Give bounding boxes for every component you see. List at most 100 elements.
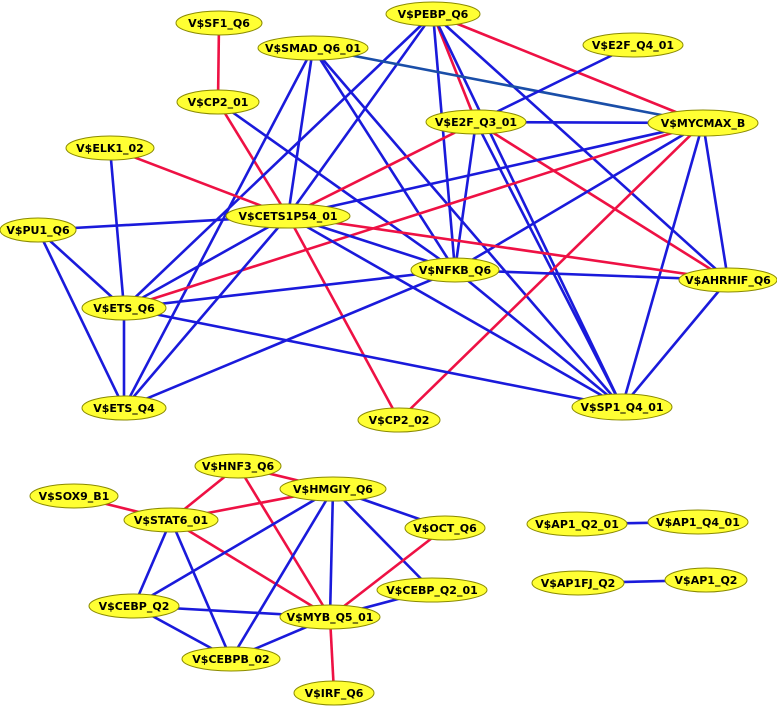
node-ets-q6[interactable]: V$ETS_Q6	[81, 295, 167, 321]
edge-cets-ahrhif	[287, 214, 729, 282]
node-label: V$CP2_02	[369, 414, 430, 427]
edge-hmgiy-cebp-q2	[133, 487, 334, 608]
edge-mycmax-cp2-02	[398, 122, 704, 421]
node-ap1-q4-01[interactable]: V$AP1_Q4_01	[647, 509, 749, 535]
edge-cets-sp1	[287, 214, 623, 409]
edge-cets-ets-q4	[123, 215, 289, 409]
node-label: V$E2F_Q3_01	[435, 116, 517, 129]
node-ap1fj[interactable]: V$AP1FJ_Q2	[531, 570, 625, 596]
node-ellipse	[404, 515, 486, 541]
edge-pu1-ets-q6	[37, 229, 125, 309]
node-pebp[interactable]: V$PEBP_Q6	[385, 1, 481, 27]
node-ellipse	[81, 295, 167, 321]
node-label: V$HMGIY_Q6	[293, 483, 373, 496]
node-ellipse	[181, 646, 281, 672]
node-ap1-q2[interactable]: V$AP1_Q2	[664, 567, 748, 593]
node-hmgiy[interactable]: V$HMGIY_Q6	[279, 476, 387, 502]
edge-stat6-cebp-q2	[132, 519, 173, 607]
node-ellipse	[678, 267, 777, 293]
node-label: V$PEBP_Q6	[398, 8, 469, 21]
edge-e2f-q3-cets	[287, 120, 477, 218]
node-label: V$E2F_Q4_01	[592, 39, 674, 52]
node-hnf3[interactable]: V$HNF3_Q6	[194, 453, 282, 479]
edge-nfkb-ets-q6	[123, 268, 456, 310]
edge-mycmax-ahrhif	[701, 122, 730, 281]
node-sf1[interactable]: V$SF1_Q6	[175, 10, 263, 36]
node-ellipse	[425, 109, 527, 135]
node-ellipse	[123, 507, 219, 533]
edge-smad-nfkb	[311, 47, 457, 271]
node-ellipse	[647, 109, 759, 137]
node-label: V$MYB_Q5_01	[287, 611, 374, 624]
edge-hmgiy-cebp-q2-01	[332, 488, 433, 591]
node-ellipse	[194, 453, 282, 479]
node-label: V$CEBPB_02	[192, 653, 269, 666]
node-oct[interactable]: V$OCT_Q6	[404, 515, 486, 541]
node-cebp-q2-01[interactable]: V$CEBP_Q2_01	[376, 577, 488, 603]
node-myb[interactable]: V$MYB_Q5_01	[279, 604, 381, 630]
node-label: V$AP1_Q2	[675, 574, 738, 587]
node-sp1[interactable]: V$SP1_Q4_01	[571, 393, 673, 421]
node-irf[interactable]: V$IRF_Q6	[293, 680, 375, 706]
node-label: V$ETS_Q6	[93, 302, 155, 315]
node-label: V$MYCMAX_B	[661, 117, 746, 130]
node-ahrhif[interactable]: V$AHRHIF_Q6	[678, 267, 777, 293]
edge-hnf3-myb	[236, 465, 332, 618]
node-ellipse	[385, 1, 481, 27]
edge-stat6-cebpb	[169, 519, 233, 660]
node-sox9[interactable]: V$SOX9_B1	[29, 483, 119, 509]
edge-ets-q6-sp1	[123, 306, 623, 409]
edge-cets-cp2-02	[286, 215, 401, 421]
node-label: V$CEBP_Q2	[99, 600, 170, 613]
edge-pebp-ahrhif	[432, 13, 729, 281]
node-ellipse	[647, 509, 749, 535]
node-label: V$SP1_Q4_01	[580, 401, 663, 414]
edge-nfkb-ets-q4	[123, 268, 456, 410]
node-ets-q4[interactable]: V$ETS_Q4	[81, 395, 167, 421]
edge-smad-cets	[286, 47, 315, 217]
node-label: V$ETS_Q4	[93, 402, 155, 415]
node-cp2-02[interactable]: V$CP2_02	[357, 407, 441, 433]
edge-pebp-nfkb	[431, 13, 457, 271]
node-mycmax[interactable]: V$MYCMAX_B	[647, 109, 759, 137]
edge-elk1-ets-q6	[108, 147, 126, 309]
node-ellipse	[29, 483, 119, 509]
node-ellipse	[81, 395, 167, 421]
node-ellipse	[175, 10, 263, 36]
node-label: V$SOX9_B1	[39, 490, 110, 503]
node-ap1-q2-01[interactable]: V$AP1_Q2_01	[526, 511, 628, 537]
edge-oct-myb	[329, 526, 446, 619]
edge-hmgiy-myb	[328, 488, 335, 618]
node-label: V$STAT6_01	[134, 514, 208, 527]
node-cp2-01[interactable]: V$CP2_01	[176, 89, 260, 115]
node-label: V$HNF3_Q6	[202, 460, 275, 473]
edge-cets-ets-q6	[123, 214, 289, 310]
node-ellipse	[531, 570, 625, 596]
edge-e2f-q3-nfkb	[453, 121, 478, 271]
node-ellipse	[293, 680, 375, 706]
node-e2f-q3[interactable]: V$E2F_Q3_01	[425, 109, 527, 135]
node-smad[interactable]: V$SMAD_Q6_01	[257, 35, 369, 61]
edge-mycmax-sp1	[620, 122, 705, 408]
node-nfkb[interactable]: V$NFKB_Q6	[410, 257, 500, 283]
node-ellipse	[0, 217, 77, 243]
node-label: V$NFKB_Q6	[419, 264, 492, 277]
edge-pebp-cets	[286, 13, 435, 217]
edge-pebp-ets-q6	[123, 13, 434, 309]
node-pu1[interactable]: V$PU1_Q6	[0, 217, 77, 243]
node-cebpb[interactable]: V$CEBPB_02	[181, 646, 281, 672]
node-cebp-q2[interactable]: V$CEBP_Q2	[88, 593, 180, 619]
edge-smad-sp1	[312, 47, 623, 408]
node-ellipse	[257, 35, 369, 61]
node-cets[interactable]: V$CETS1P54_01	[225, 203, 351, 229]
edge-cp2-01-cets	[216, 101, 290, 217]
node-label: V$AHRHIF_Q6	[685, 274, 771, 287]
node-e2f-q4[interactable]: V$E2F_Q4_01	[582, 32, 684, 58]
node-stat6[interactable]: V$STAT6_01	[123, 507, 219, 533]
node-elk1[interactable]: V$ELK1_02	[65, 135, 155, 161]
edge-smad-ets-q4	[122, 47, 315, 409]
edge-pebp-mycmax	[432, 12, 704, 125]
node-label: V$AP1FJ_Q2	[541, 577, 616, 590]
node-label: V$ELK1_02	[76, 142, 144, 155]
